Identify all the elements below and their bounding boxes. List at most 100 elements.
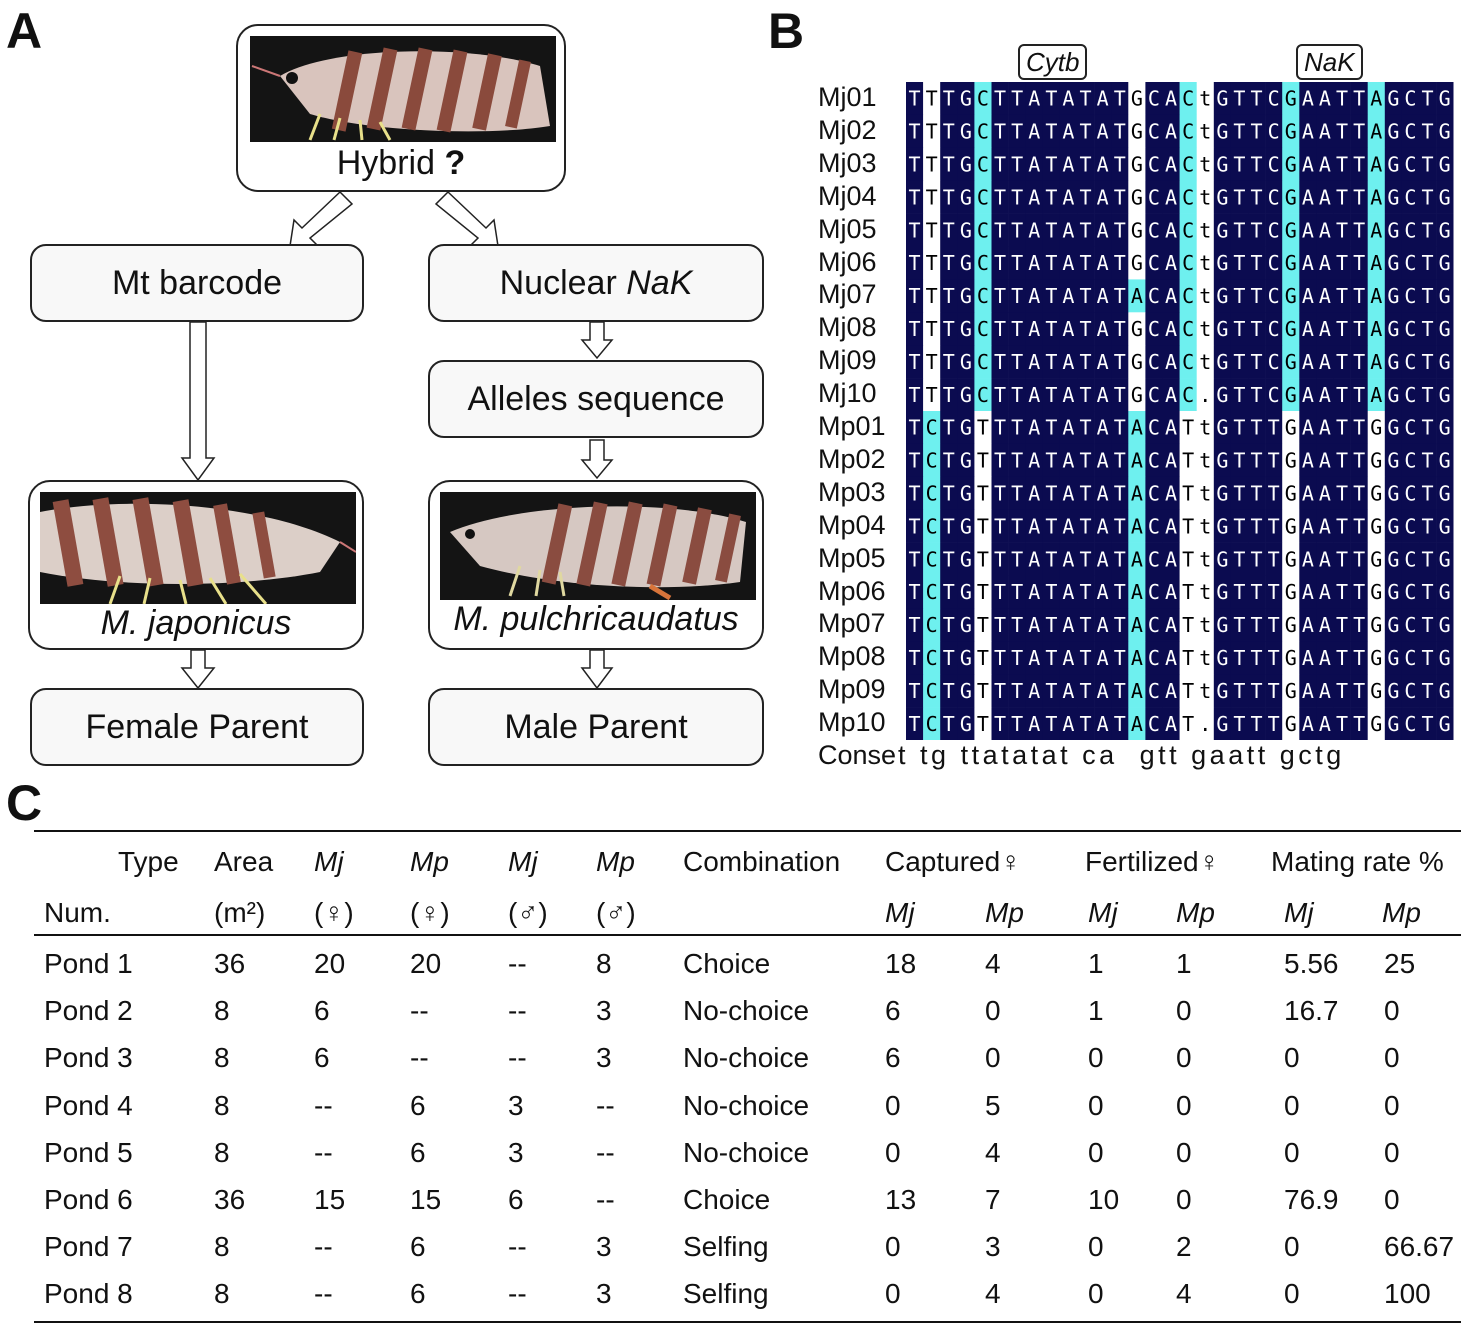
alignment-cell (1025, 509, 1044, 543)
alignment-cell (1316, 476, 1334, 510)
alignment-cell (1111, 147, 1129, 181)
alignment-base: A (1062, 580, 1074, 604)
table-cell: 0 (1384, 1136, 1400, 1168)
table-cell: 16.7 (1284, 995, 1339, 1027)
alignment-base: A (1302, 514, 1314, 538)
alignment-cell (1025, 542, 1044, 576)
alignment-cell (1025, 345, 1044, 379)
alignment-cell (1230, 476, 1249, 510)
alignment-base: G (1216, 613, 1228, 637)
alignment-base: G (1285, 613, 1297, 637)
alignment-base: T (1422, 87, 1434, 111)
alignment-base: G (1285, 120, 1297, 144)
alignment-base: T (1268, 580, 1280, 604)
alignment-base: T (1080, 251, 1092, 275)
alignment-cell (1316, 509, 1334, 543)
alignment-base: A (1062, 218, 1074, 242)
alignment-base: T (1268, 613, 1280, 637)
alignment-cell (1128, 114, 1146, 149)
alignment-base: A (1097, 87, 1109, 111)
alignment-base: C (977, 284, 989, 308)
alignment-cell (1367, 213, 1386, 247)
alignment-cell (1367, 279, 1386, 313)
alignment-base: T (977, 514, 989, 538)
alignment-cell (1367, 476, 1386, 510)
alignment-cell (1059, 82, 1078, 116)
alignment-cell (1077, 509, 1095, 543)
alignment-cell (1128, 246, 1146, 280)
alignment-cell (1094, 641, 1112, 675)
alignment-cell (1059, 443, 1078, 478)
alignment-cell (1162, 641, 1180, 675)
alignment-cell (1111, 641, 1129, 675)
alignment-base: T (909, 481, 921, 505)
alignment-cell (1008, 378, 1026, 412)
table-cell: 3 (985, 1231, 1001, 1263)
alignment-base: A (1028, 416, 1040, 440)
table-cell: 6 (885, 1042, 901, 1074)
alignment-base: G (1216, 679, 1228, 703)
alignment-base: C (926, 547, 938, 571)
table-cell: 25 (1384, 948, 1416, 979)
alignment-base: A (1028, 514, 1040, 538)
alignment-cell (1162, 575, 1180, 609)
alignment-cell (1282, 608, 1300, 642)
alignment-cell (1248, 674, 1266, 708)
alignment-base: G (1131, 350, 1143, 374)
alignment-base: C (1404, 87, 1416, 111)
alignment-base: A (1062, 120, 1074, 144)
alignment-base: A (1302, 613, 1314, 637)
alignment-cell (1333, 641, 1351, 675)
alignment-cell (991, 180, 1009, 214)
alignment-base: G (1285, 580, 1297, 604)
alignment-base: T (909, 383, 921, 407)
alignment-base: T (943, 580, 955, 604)
alignment-base: T (1114, 350, 1126, 374)
alignment-base: A (1319, 712, 1331, 736)
alignment-cell (1436, 476, 1454, 510)
alignment-cell (1162, 608, 1180, 642)
alignment-base: T (1353, 679, 1365, 703)
alignment-base: C (1148, 317, 1160, 341)
alignment-base: A (1028, 580, 1040, 604)
alignment-base: A (1028, 350, 1040, 374)
alignment-cell (1213, 411, 1232, 445)
table-cell: -- (314, 1089, 333, 1121)
alignment-base: t (1199, 416, 1211, 440)
alignment-cell (1299, 82, 1317, 116)
alignment-cell (1059, 641, 1078, 675)
alignment-base: G (1370, 679, 1382, 703)
alignment-cell (1094, 509, 1112, 543)
table-cell: 0 (1176, 995, 1192, 1027)
alignment-cell (991, 378, 1009, 412)
table-subheader-cell: Mj (1088, 897, 1118, 928)
table-cell: 0 (885, 1136, 901, 1168)
alignment-base: C (1148, 679, 1160, 703)
alignment-base: T (977, 679, 989, 703)
alignment-base: G (1285, 284, 1297, 308)
table-cell: 0 (1384, 1089, 1400, 1121)
alignment-cell (1230, 114, 1249, 149)
table-header-cell: Mp (410, 846, 449, 877)
alignment-base: G (1285, 87, 1297, 111)
table-cell: 36 (214, 1184, 246, 1215)
alignment-base: T (1336, 87, 1348, 111)
alignment-cell (1299, 180, 1317, 214)
alignment-row-label: Mj04 (818, 180, 877, 211)
alignment-cell (1077, 82, 1095, 116)
alignment-base: A (1319, 613, 1331, 637)
alignment-base: T (1251, 120, 1263, 144)
alignment-cell (957, 476, 975, 510)
alignment-base: T (1233, 185, 1245, 209)
alignment-cell (923, 542, 941, 576)
panel-label-b: B (768, 3, 805, 59)
alignment-cell (1367, 114, 1386, 149)
alignment-cell (1025, 411, 1044, 445)
table-cell: Choice (683, 1184, 771, 1215)
alignment-cell (1350, 411, 1368, 445)
hybrid-label: Hybrid (336, 144, 435, 182)
alignment-cell (1367, 312, 1386, 346)
alignment-base: A (1370, 284, 1382, 308)
alignment-cell (1111, 707, 1129, 740)
alignment-base: T (1336, 481, 1348, 505)
